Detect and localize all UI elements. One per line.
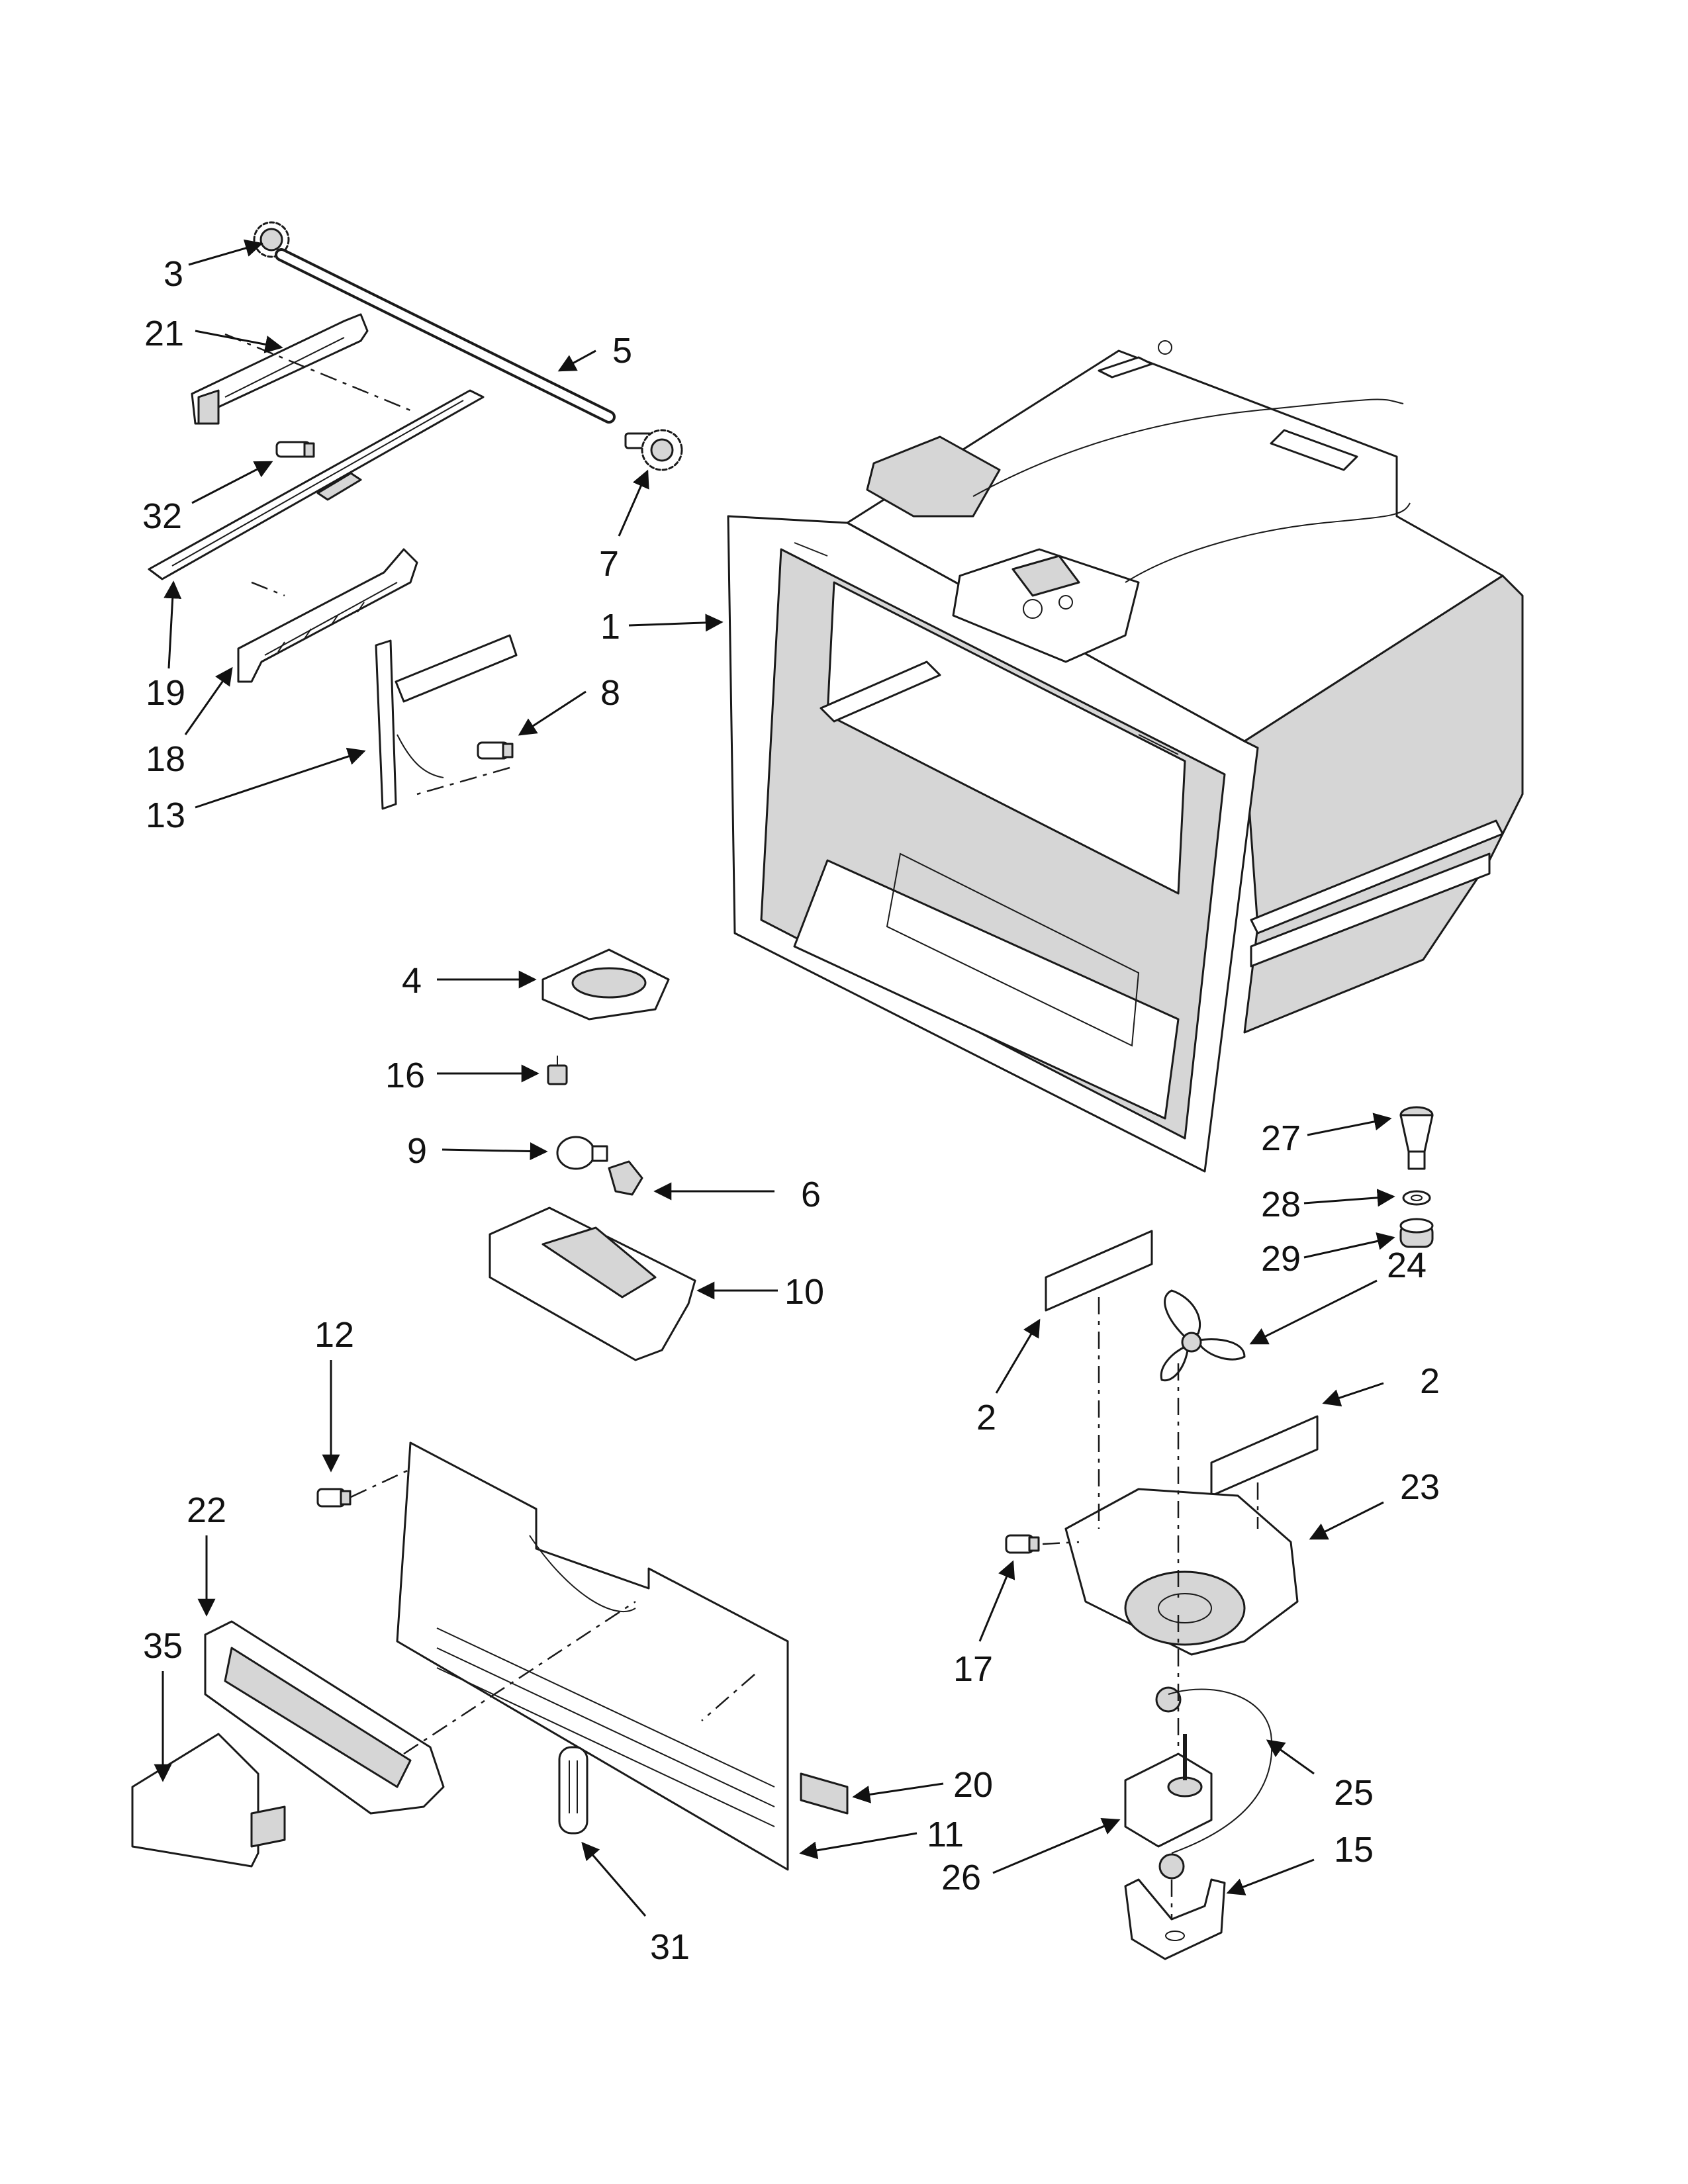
part-23-fan-shroud (1064, 1488, 1299, 1656)
part-10-light-cover (489, 1206, 696, 1361)
part-12-screw (316, 1488, 352, 1508)
callout-5: 5 (612, 331, 632, 371)
leader-lines (154, 239, 1395, 1917)
callout-16: 16 (385, 1056, 425, 1095)
callout-6: 6 (801, 1175, 821, 1214)
callout-31: 31 (650, 1927, 690, 1967)
callout-27: 27 (1261, 1118, 1301, 1158)
callout-24: 24 (1387, 1246, 1427, 1285)
callout-29: 29 (1261, 1239, 1301, 1279)
part-26-fan-motor (1124, 1734, 1213, 1848)
callout-25: 25 (1334, 1773, 1374, 1813)
callout-23: 23 (1400, 1467, 1440, 1507)
part-21-slide-bracket (191, 313, 369, 425)
callout-18: 18 (146, 739, 185, 779)
part-16-switch (547, 1056, 568, 1085)
part-29-grommet (1399, 1218, 1434, 1248)
callout-2b: 2 (1420, 1361, 1440, 1401)
callout-22: 22 (187, 1490, 226, 1530)
part-1-freezer-liner (727, 340, 1524, 1173)
part-35-cover (131, 1733, 286, 1868)
callout-26: 26 (941, 1858, 981, 1897)
part-5-rod (275, 248, 616, 424)
part-6-socket (608, 1160, 643, 1196)
callout-10: 10 (784, 1272, 824, 1312)
part-25-harness (1155, 1686, 1273, 1880)
callout-15: 15 (1334, 1830, 1374, 1870)
part-18-slide-bracket (237, 548, 418, 683)
callout-19: 19 (146, 673, 185, 713)
callout-9: 9 (407, 1131, 427, 1171)
part-19-rail (148, 389, 485, 580)
callout-7: 7 (599, 544, 619, 584)
callout-8: 8 (600, 673, 620, 713)
callout-3: 3 (164, 254, 183, 294)
part-9-bulb (556, 1136, 608, 1170)
part-4-light-housing (541, 948, 670, 1021)
part-22-grille (204, 1620, 445, 1815)
callout-20: 20 (953, 1765, 993, 1805)
part-11-rear-panel (396, 1441, 789, 1871)
part-28-washer (1402, 1190, 1431, 1206)
part-24-fan-blade (1160, 1289, 1246, 1382)
callout-17: 17 (953, 1649, 993, 1689)
assembly-lines (224, 333, 1259, 1919)
part-8-screw (477, 741, 514, 760)
part-32-screw (275, 441, 315, 458)
part-15-motor-bracket (1124, 1878, 1226, 1960)
callout-11: 11 (927, 1815, 964, 1854)
part-17-screw (1005, 1534, 1040, 1554)
part-27-damper (1399, 1106, 1434, 1170)
part-7-gear (624, 429, 683, 471)
part-2-pad-lower (1210, 1415, 1319, 1497)
callout-4: 4 (402, 961, 422, 1001)
callout-13: 13 (146, 796, 185, 835)
callout-2a: 2 (976, 1398, 996, 1437)
callout-12: 12 (314, 1315, 354, 1355)
callout-32: 32 (142, 496, 182, 536)
callout-21: 21 (144, 314, 184, 353)
callout-labels: 3 21 5 32 7 19 1 18 8 13 4 16 27 9 28 6 … (142, 254, 1440, 1967)
callout-28: 28 (1261, 1185, 1301, 1224)
part-20-gasket (800, 1772, 849, 1815)
part-31-clip (558, 1746, 588, 1835)
callout-35: 35 (143, 1626, 183, 1666)
part-13-mounting-bracket (375, 634, 518, 810)
callout-1: 1 (600, 607, 620, 647)
part-2-pad-upper (1045, 1230, 1153, 1312)
